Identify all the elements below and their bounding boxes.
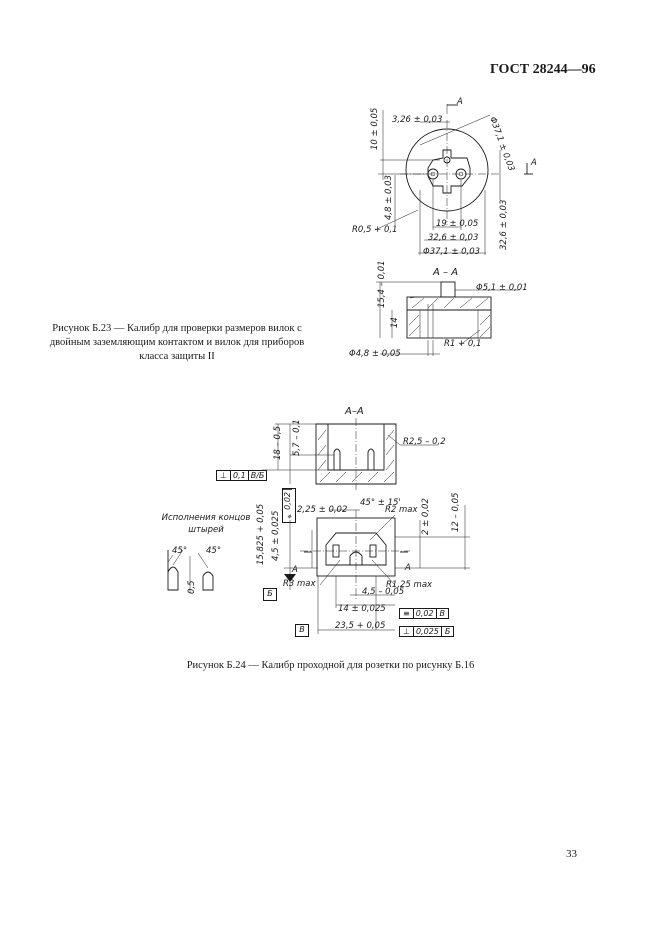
perpendicularity-icon: ⊥ <box>400 627 414 636</box>
dim-label: R3 max <box>283 579 317 589</box>
tolerance-datum: Б <box>444 627 451 636</box>
tolerance-frame-perpendicularity: ⊥ 0,1 В/Б <box>216 470 268 481</box>
dim-label: 10 ± 0,05 <box>370 108 380 150</box>
dim-label: R2,5 – 0,2 <box>403 437 446 447</box>
dim-label: 4,5 ± 0,025 <box>271 511 281 561</box>
socket-gauge-section <box>262 418 438 490</box>
datum-b: Б <box>263 588 277 601</box>
dim-label: R1 + 0,1 <box>444 339 481 349</box>
section-title: А–А <box>344 406 364 417</box>
dim-label: 2,25 ± 0,02 <box>297 505 347 515</box>
dim-label: 4,5 – 0,05 <box>362 587 404 597</box>
dim-label: 45° ± 15' <box>360 498 401 508</box>
dim-label: 18 – 0,5 <box>273 426 283 460</box>
section-title: А – А <box>432 267 458 278</box>
dim-label: 32,6 ± 0,03 <box>428 233 478 243</box>
dim-label: 14 <box>390 317 400 328</box>
standard-header: ГОСТ 28244—96 <box>490 62 596 77</box>
dim-label: 4,8 ± 0,03 <box>384 175 394 220</box>
pin-ends-title: Исполнения концов штырей <box>161 513 251 535</box>
tolerance-frame-perpendicularity-2: ⊥ 0,025 Б <box>399 626 455 637</box>
figure-24-caption: Рисунок Б.24 — Калибр проходной для розе… <box>186 660 475 671</box>
dim-label: Φ4,8 ± 0,05 <box>349 349 401 359</box>
figure-23-caption: Рисунок Б.23 — Калибр для проверки разме… <box>49 323 305 362</box>
dim-label: R1,25 max <box>386 580 433 590</box>
tolerance-datum: В/Б <box>250 471 265 480</box>
dim-label: 19 ± 0,05 <box>436 219 478 229</box>
dim-label: 15,4 – 0,01 <box>377 260 387 308</box>
dim-label: 3,26 ± 0,03 <box>392 115 442 125</box>
pin-ends-detail <box>167 549 214 593</box>
section-marker: А <box>456 97 463 107</box>
section-marker: А <box>404 563 411 573</box>
dim-label: 2 ± 0,02 <box>421 498 431 535</box>
gauge-section-view <box>376 281 520 356</box>
section-marker: А <box>291 565 298 575</box>
dim-label: 14 ± 0,025 <box>338 604 386 614</box>
dim-label: Φ37,1 ± 0,03 <box>487 116 516 173</box>
dim-label: 45° <box>172 546 187 556</box>
tolerance-value: 0,025 <box>414 627 442 636</box>
tolerance-datum: В <box>439 609 446 618</box>
dim-label: Φ37,1 ± 0,03 <box>423 247 480 257</box>
gauge-plan-view <box>374 104 533 255</box>
tolerance-value: 0,02 <box>414 609 437 618</box>
dim-label: 0,5 <box>187 580 197 594</box>
datum-v: В <box>295 624 309 637</box>
tolerance-value: 0,02 <box>283 489 292 512</box>
dim-label: R2 max <box>385 505 419 515</box>
page-number: 33 <box>566 848 577 860</box>
dim-label: Φ5,1 ± 0,01 <box>476 283 528 293</box>
tolerance-value: 0,1 <box>231 471 249 480</box>
position-icon: ⌖ <box>286 511 292 521</box>
dim-label: 23,5 + 0,05 <box>335 621 385 631</box>
dim-label: 5,7 – 0,1 <box>292 419 302 456</box>
tolerance-frame-symmetry: ≡ 0,02 В <box>399 608 450 619</box>
perpendicularity-icon: ⊥ <box>217 471 231 480</box>
dim-label: 15,825 + 0,05 <box>256 504 266 565</box>
tolerance-frame-position: 0,02 ⌖ <box>282 488 296 523</box>
socket-gauge-plan <box>284 505 470 634</box>
symmetry-icon: ≡ <box>400 609 414 618</box>
dim-label: 32,6 ± 0,03 <box>499 200 509 250</box>
dim-label: 45° <box>206 546 221 556</box>
section-marker: А <box>530 158 537 168</box>
dim-label: 12 – 0,05 <box>451 493 461 532</box>
dim-label: R0,5 + 0,1 <box>352 225 397 235</box>
